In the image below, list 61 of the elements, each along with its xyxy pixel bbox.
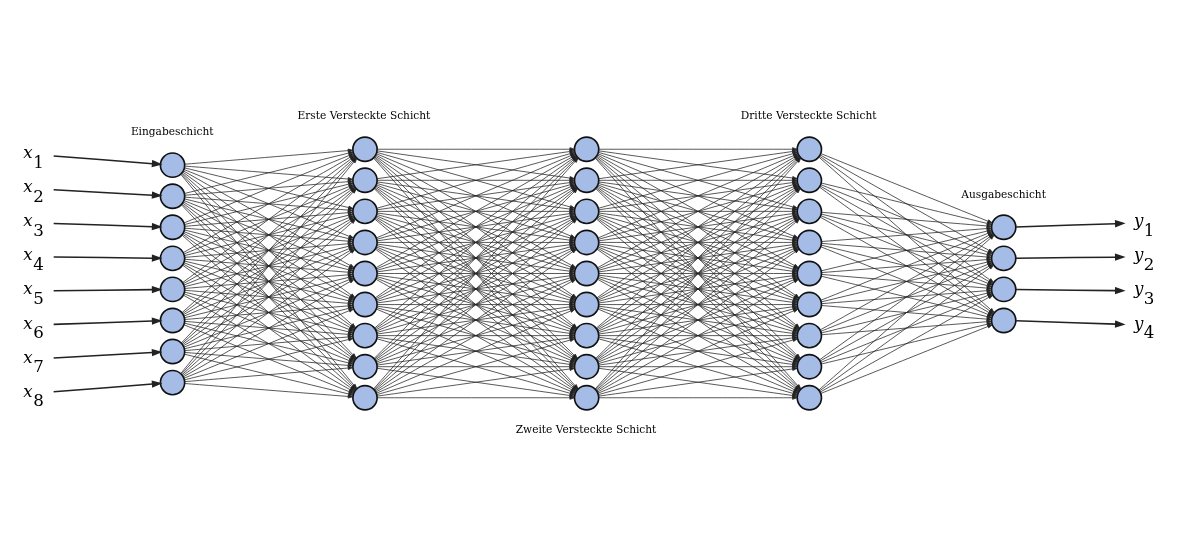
node-circle [159, 307, 186, 333]
arrow [1015, 252, 1126, 261]
arrow [184, 229, 354, 272]
arrow [1015, 319, 1126, 328]
arrow [598, 333, 798, 338]
arrow [821, 288, 992, 304]
arrow [820, 323, 993, 394]
arrow [52, 316, 163, 325]
label: Dritte Versteckte Schicht [740, 108, 877, 121]
arrow [184, 334, 354, 351]
label: Ausgabeschicht [961, 187, 1046, 200]
arrow [376, 364, 575, 369]
node-circle [159, 275, 186, 302]
label: Eingabeschicht [130, 124, 214, 137]
arrow [598, 271, 798, 275]
node-circle [159, 151, 186, 178]
arrow [1015, 286, 1126, 294]
node-circle [573, 260, 600, 286]
arrow [184, 165, 354, 181]
arrow [184, 241, 354, 258]
arrow [52, 253, 163, 262]
arrow [52, 154, 163, 167]
label: Erste Versteckte Schicht [297, 108, 431, 121]
arrow [598, 146, 798, 151]
arrow [376, 271, 575, 275]
node-circle [159, 338, 186, 364]
arrow [184, 365, 354, 382]
node-circle [796, 260, 823, 286]
arrow [184, 227, 354, 243]
node-circle [352, 228, 378, 255]
arrow [184, 258, 354, 274]
arrow [598, 395, 798, 400]
arrow [52, 188, 163, 199]
arrow [184, 196, 354, 212]
arrow [820, 152, 993, 223]
node-circle [159, 244, 186, 271]
arrow [821, 242, 992, 259]
arrow [376, 395, 575, 400]
arrow [376, 177, 575, 182]
node-circle [159, 182, 186, 209]
node-circle [352, 260, 378, 286]
node-circle [352, 291, 378, 318]
node-circle [159, 213, 186, 240]
arrow [820, 182, 993, 225]
arrow [598, 239, 798, 244]
arrow [598, 364, 798, 369]
arrow [52, 285, 163, 293]
node-circle [159, 369, 186, 396]
arrow [52, 379, 163, 392]
arrow [820, 321, 993, 364]
arrow [598, 302, 798, 307]
arrow [184, 303, 354, 320]
arrow [821, 319, 992, 335]
arrow [376, 333, 575, 338]
arrow [376, 146, 575, 151]
arrow [821, 211, 992, 228]
arrow [52, 348, 163, 359]
label: Zweite Versteckte Schicht [515, 422, 657, 435]
arrow [376, 302, 575, 307]
arrow [1015, 219, 1126, 228]
arrow [52, 222, 163, 230]
